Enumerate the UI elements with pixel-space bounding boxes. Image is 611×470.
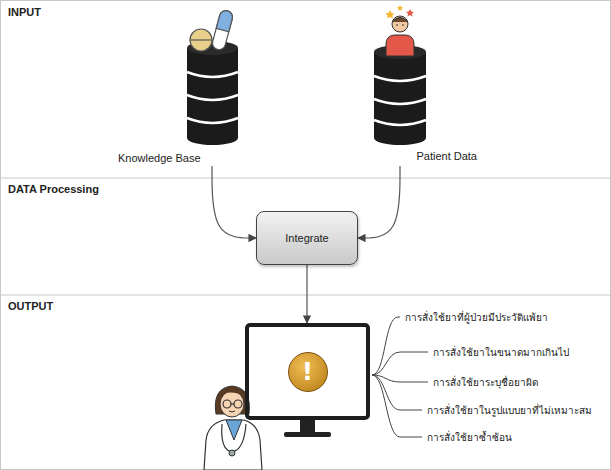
pill-icon xyxy=(190,9,234,51)
process-box: Integrate xyxy=(256,211,358,265)
band-divider xyxy=(0,178,611,179)
database-label: Patient Data xyxy=(416,150,477,162)
output-item: การสั่งใช้ยาในขนาดมากเกินไป xyxy=(433,346,569,359)
doctor-figure xyxy=(204,386,262,470)
connector-arrow xyxy=(358,166,400,238)
database-node: Knowledge Base xyxy=(118,8,246,166)
output-item: การสั่งใช้ยาที่ผู้ป่วยมีประวัติแพ้ยา xyxy=(405,311,548,324)
connector-arrow xyxy=(212,166,256,238)
monitor-stand xyxy=(284,420,331,437)
section-heading: OUTPUT xyxy=(8,300,53,313)
monitor-screen: ! xyxy=(245,323,370,420)
band-divider xyxy=(0,295,611,296)
database-label: Knowledge Base xyxy=(118,152,201,164)
patient-icon xyxy=(386,5,415,56)
connector-arrow xyxy=(306,265,307,323)
database-icon xyxy=(374,45,426,145)
section-heading: DATA Processing xyxy=(8,183,99,196)
database-icon xyxy=(187,41,238,145)
warning-symbol: ! xyxy=(288,352,328,392)
output-item: การสั่งใช้ยาในรูปแบบยาที่ไม่เหมาะสม xyxy=(427,404,592,417)
process-label: Integrate xyxy=(285,232,328,244)
output-item: การสั่งใช้ยาซ้ำซ้อน xyxy=(427,431,512,444)
output-item: การสั่งใช้ยาระบุชื่อยาผิด xyxy=(433,376,538,389)
database-node: Patient Data xyxy=(362,6,477,166)
section-heading: INPUT xyxy=(8,6,41,19)
leader-lines xyxy=(372,317,428,437)
